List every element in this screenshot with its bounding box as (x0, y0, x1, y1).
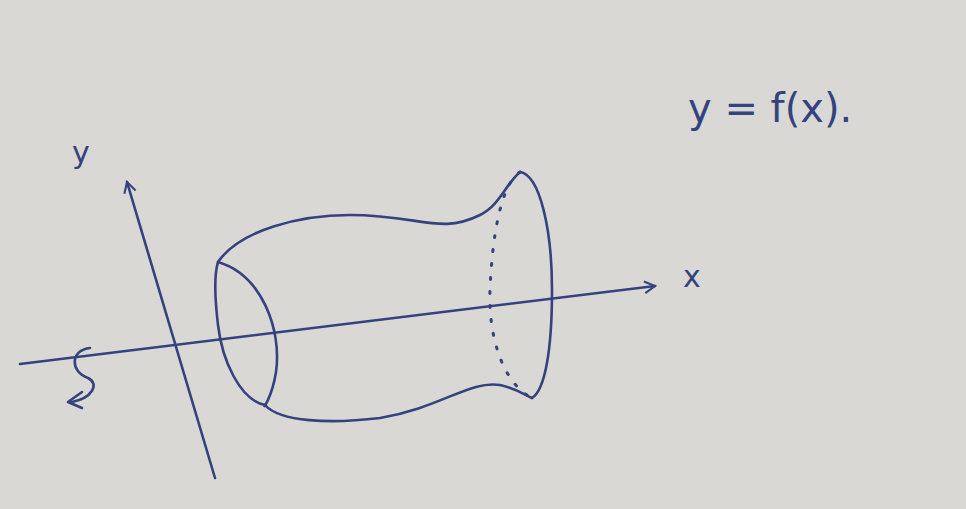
upper-profile-curve (218, 172, 520, 262)
y-axis-label: y (72, 138, 90, 168)
function-label: y = f(x). (688, 88, 852, 128)
x-axis-label: x (683, 262, 701, 292)
lower-profile-curve (265, 384, 532, 421)
x-axis (20, 286, 655, 364)
right-end-front-half (520, 172, 552, 398)
right-end-hidden-half (490, 172, 532, 398)
y-axis (127, 182, 215, 478)
rotation-arrow (72, 348, 94, 402)
left-end-circle (215, 262, 277, 406)
rotation-arrowhead (68, 392, 82, 408)
